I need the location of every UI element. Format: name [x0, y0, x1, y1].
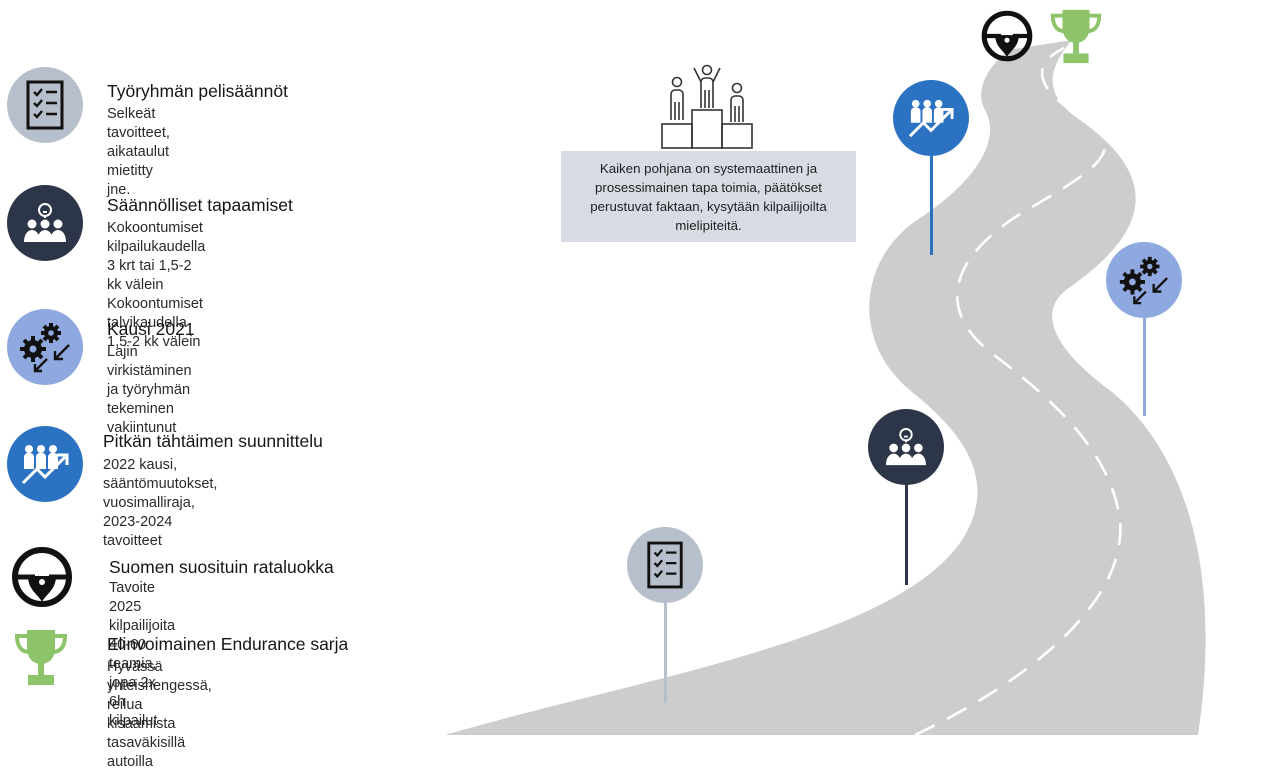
checklist-icon [627, 527, 703, 603]
steering-wheel-icon [10, 545, 74, 609]
legend-title: Säännölliset tapaamiset [107, 195, 293, 215]
checklist-icon [7, 67, 83, 143]
podium-people-icon [660, 62, 756, 150]
team-idea-icon [7, 185, 83, 261]
legend-title: Työryhmän pelisäännöt [107, 81, 288, 101]
legend-title: Pitkän tähtäimen suunnittelu [103, 431, 323, 451]
trophy-icon [11, 626, 71, 690]
team-growth-icon [7, 426, 83, 502]
legend-title: Kausi 2021 [107, 319, 195, 339]
trophy-icon [1047, 6, 1105, 70]
pin-stem [1143, 312, 1146, 416]
legend-description: Hyvässä yhteishengessä, reilua kisaamist… [107, 659, 212, 770]
road-surface [445, 40, 1206, 735]
pin-stem [930, 150, 933, 255]
pin-stem [905, 479, 908, 585]
gears-arrows-icon [7, 309, 83, 385]
note-box: Kaiken pohjana on systemaattinen ja pros… [561, 151, 856, 242]
team-idea-icon [868, 409, 944, 485]
pin-stem [664, 597, 667, 703]
legend-description: Lajin virkistäminen ja työryhmän tekemin… [107, 344, 192, 436]
legend-title: Suomen suosituin rataluokka [109, 557, 334, 577]
legend-title: Elinvoimainen Endurance sarja [107, 634, 349, 654]
steering-wheel-icon [980, 9, 1034, 63]
team-growth-icon [893, 80, 969, 156]
legend-description: Tavoite 2025 kilpailijoita 40-60 teamia,… [109, 580, 176, 729]
legend-description: 2022 kausi, sääntömuutokset, vuosimallir… [103, 457, 218, 549]
road-center-line [914, 46, 1122, 735]
legend-description: Kokoontumiset kilpailukaudella 3 krt tai… [107, 220, 206, 350]
road [445, 40, 1206, 735]
gears-arrows-icon [1106, 242, 1182, 318]
legend-description: Selkeät tavoitteet, aikataulut mietitty … [107, 106, 170, 198]
